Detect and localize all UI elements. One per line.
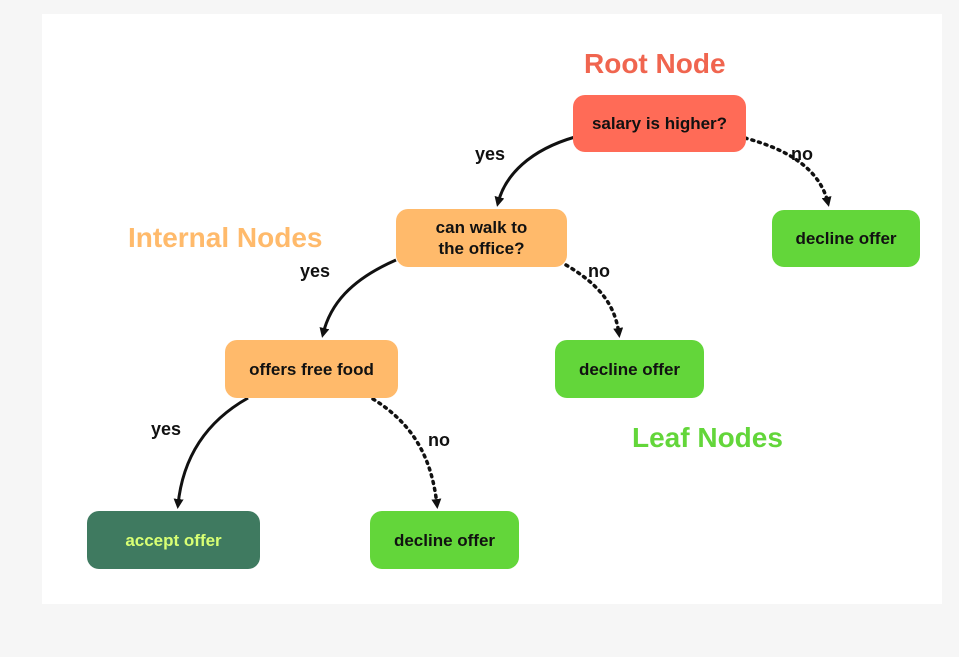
edge-walk-yes — [319, 258, 397, 338]
edge-label-walk-no: no — [588, 261, 610, 281]
node-offers-free-food: offers free food — [225, 340, 398, 398]
caption-internal-nodes: Internal Nodes — [128, 222, 323, 253]
node-decline-offer-2: decline offer — [555, 340, 704, 398]
node-accept-offer: accept offer — [87, 511, 260, 569]
caption-leaf-nodes: Leaf Nodes — [632, 422, 783, 453]
node-decline-offer-3: decline offer — [370, 511, 519, 569]
edge-food-no — [371, 397, 442, 509]
node-can-walk-to-office: can walk to the office? — [396, 209, 567, 267]
edge-salary-yes — [494, 135, 576, 207]
edge-label-salary-yes: yes — [475, 144, 506, 164]
edge-label-food-yes: yes — [151, 419, 182, 439]
edge-label-food-no: no — [428, 430, 450, 450]
caption-root-node: Root Node — [584, 48, 726, 79]
edge-walk-no — [564, 263, 624, 338]
node-salary-is-higher: salary is higher? — [573, 95, 746, 152]
node-decline-offer-1: decline offer — [772, 210, 920, 267]
edge-label-walk-yes: yes — [300, 261, 331, 281]
diagram-panel — [42, 14, 942, 604]
edge-salary-no — [743, 136, 832, 207]
edge-label-salary-no: no — [791, 144, 813, 164]
edge-food-yes — [173, 396, 249, 509]
